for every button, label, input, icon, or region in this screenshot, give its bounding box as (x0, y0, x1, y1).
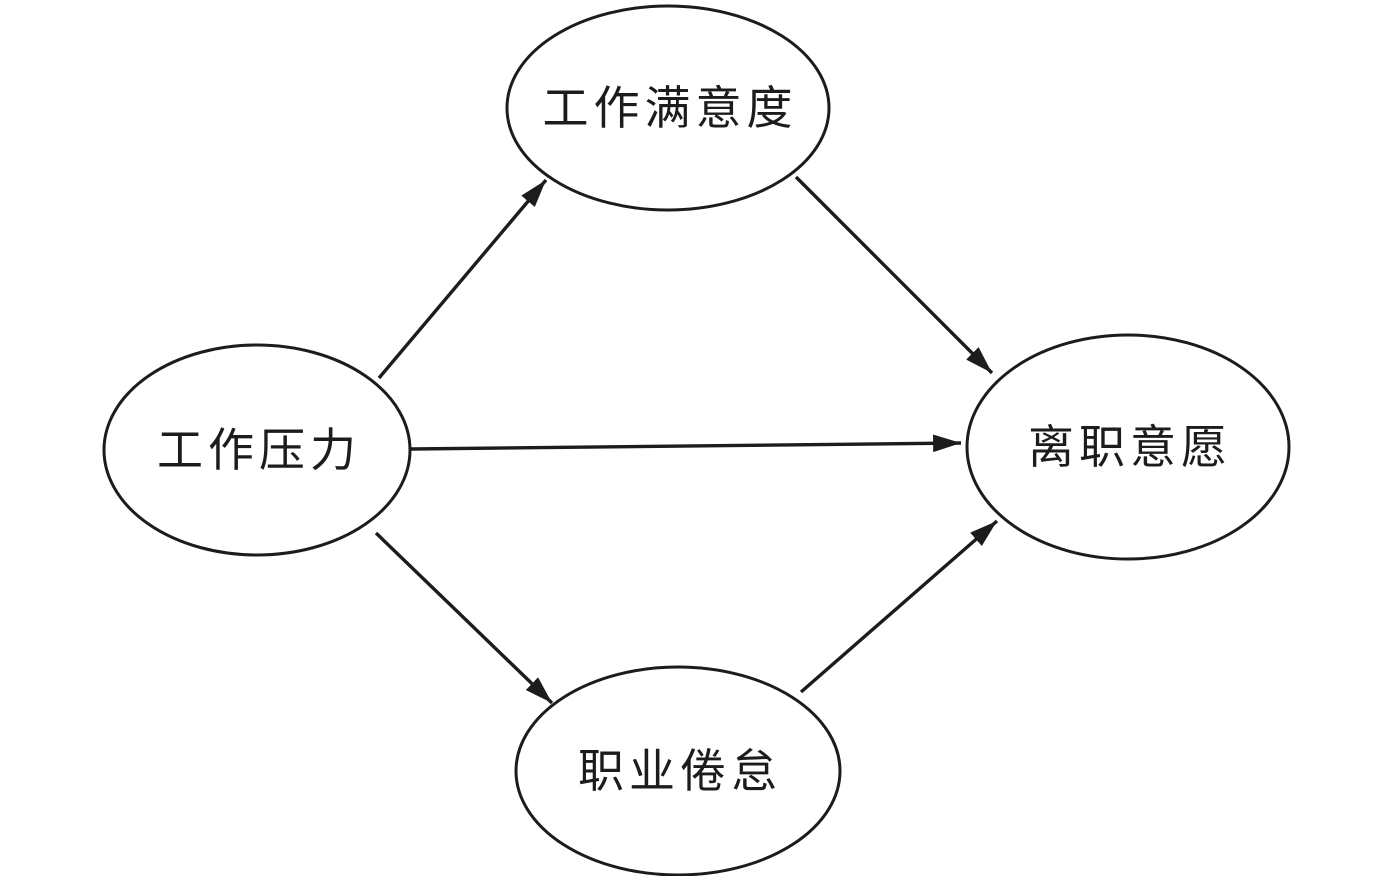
node-job-satisfaction-ellipse (505, 4, 831, 212)
node-job-burnout-label: 职业倦怠 (578, 746, 782, 797)
edge-stress-to-satisfaction (377, 178, 548, 380)
node-job-stress-label: 工作压力 (157, 425, 361, 476)
edge-burnout-to-turnover (799, 519, 999, 694)
node-job-satisfaction: 工作满意度 (505, 4, 831, 212)
node-job-satisfaction-label: 工作满意度 (543, 83, 798, 134)
edge-stress-to-turnover (410, 434, 962, 453)
node-job-stress: 工作压力 (102, 343, 412, 557)
edge-satisfaction-to-turnover (794, 175, 994, 375)
node-job-burnout-ellipse (514, 665, 842, 876)
node-job-burnout: 职业倦怠 (514, 665, 842, 876)
edge-stress-to-burnout (374, 531, 554, 705)
node-turnover-intention-ellipse (965, 333, 1291, 561)
node-turnover-intention-label: 离职意愿 (1028, 422, 1232, 473)
node-turnover-intention: 离职意愿 (965, 333, 1291, 561)
node-job-stress-ellipse (102, 343, 412, 557)
